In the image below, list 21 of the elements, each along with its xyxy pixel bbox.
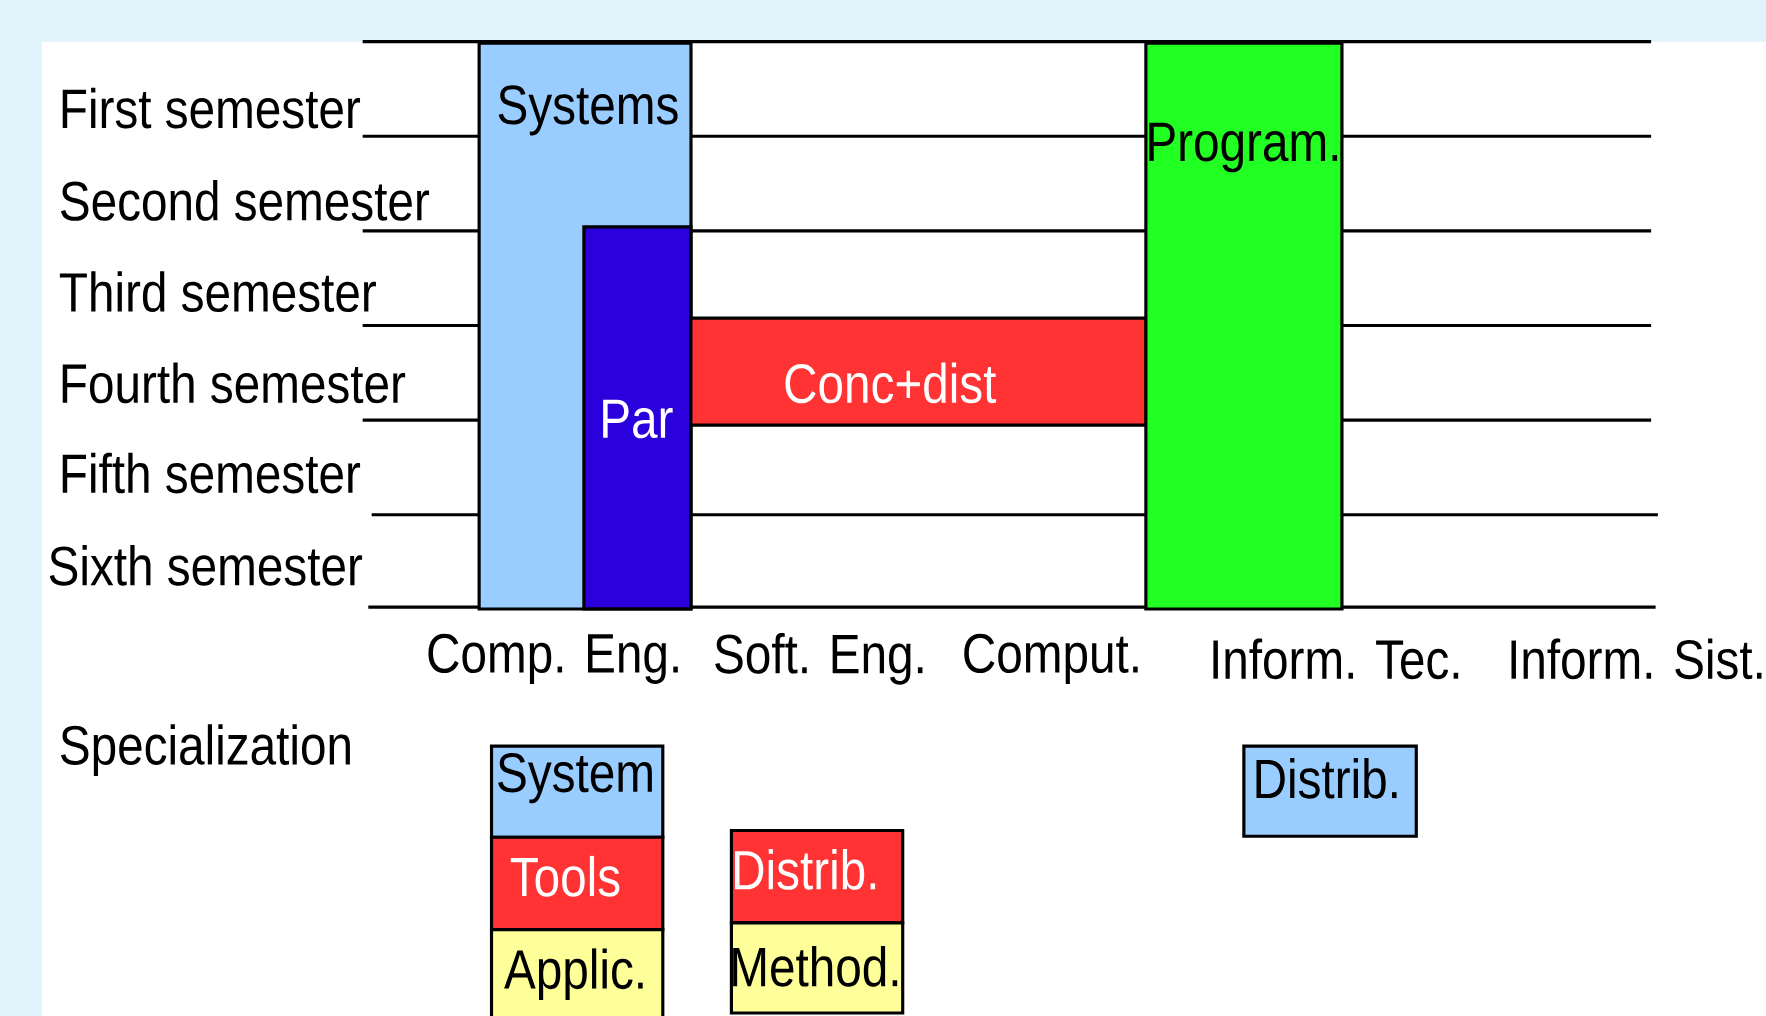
- row-label: Second semester: [61, 180, 430, 221]
- row-label: First semester: [62, 87, 361, 129]
- row-label: Fifth semester: [62, 452, 361, 494]
- row-label: Third semester: [59, 271, 376, 313]
- bar: Program.: [1144, 41, 1344, 611]
- section-label: Specialization: [61, 724, 350, 776]
- specialization-box: System: [489, 744, 665, 839]
- column-label: Comp. Eng.: [428, 633, 678, 684]
- column-label: Inform. Sist.: [1511, 638, 1762, 680]
- specialization-box: Tools: [489, 835, 665, 932]
- row-label: Sixth semester: [49, 545, 363, 586]
- column-label: Inform. Tec.: [1213, 638, 1459, 680]
- bar: Conc+dist: [689, 316, 1148, 427]
- bar: Par: [582, 225, 693, 611]
- specialization-box: Distrib.: [1242, 744, 1418, 838]
- specialization-box: Applic.: [489, 928, 665, 1016]
- column-label: Soft. Eng.: [715, 633, 923, 685]
- row-label: Fourth semester: [62, 362, 406, 404]
- specialization-box: Method.: [729, 921, 905, 1015]
- column-label: Comput.: [964, 633, 1138, 684]
- specialization-box: Distrib.: [729, 829, 905, 925]
